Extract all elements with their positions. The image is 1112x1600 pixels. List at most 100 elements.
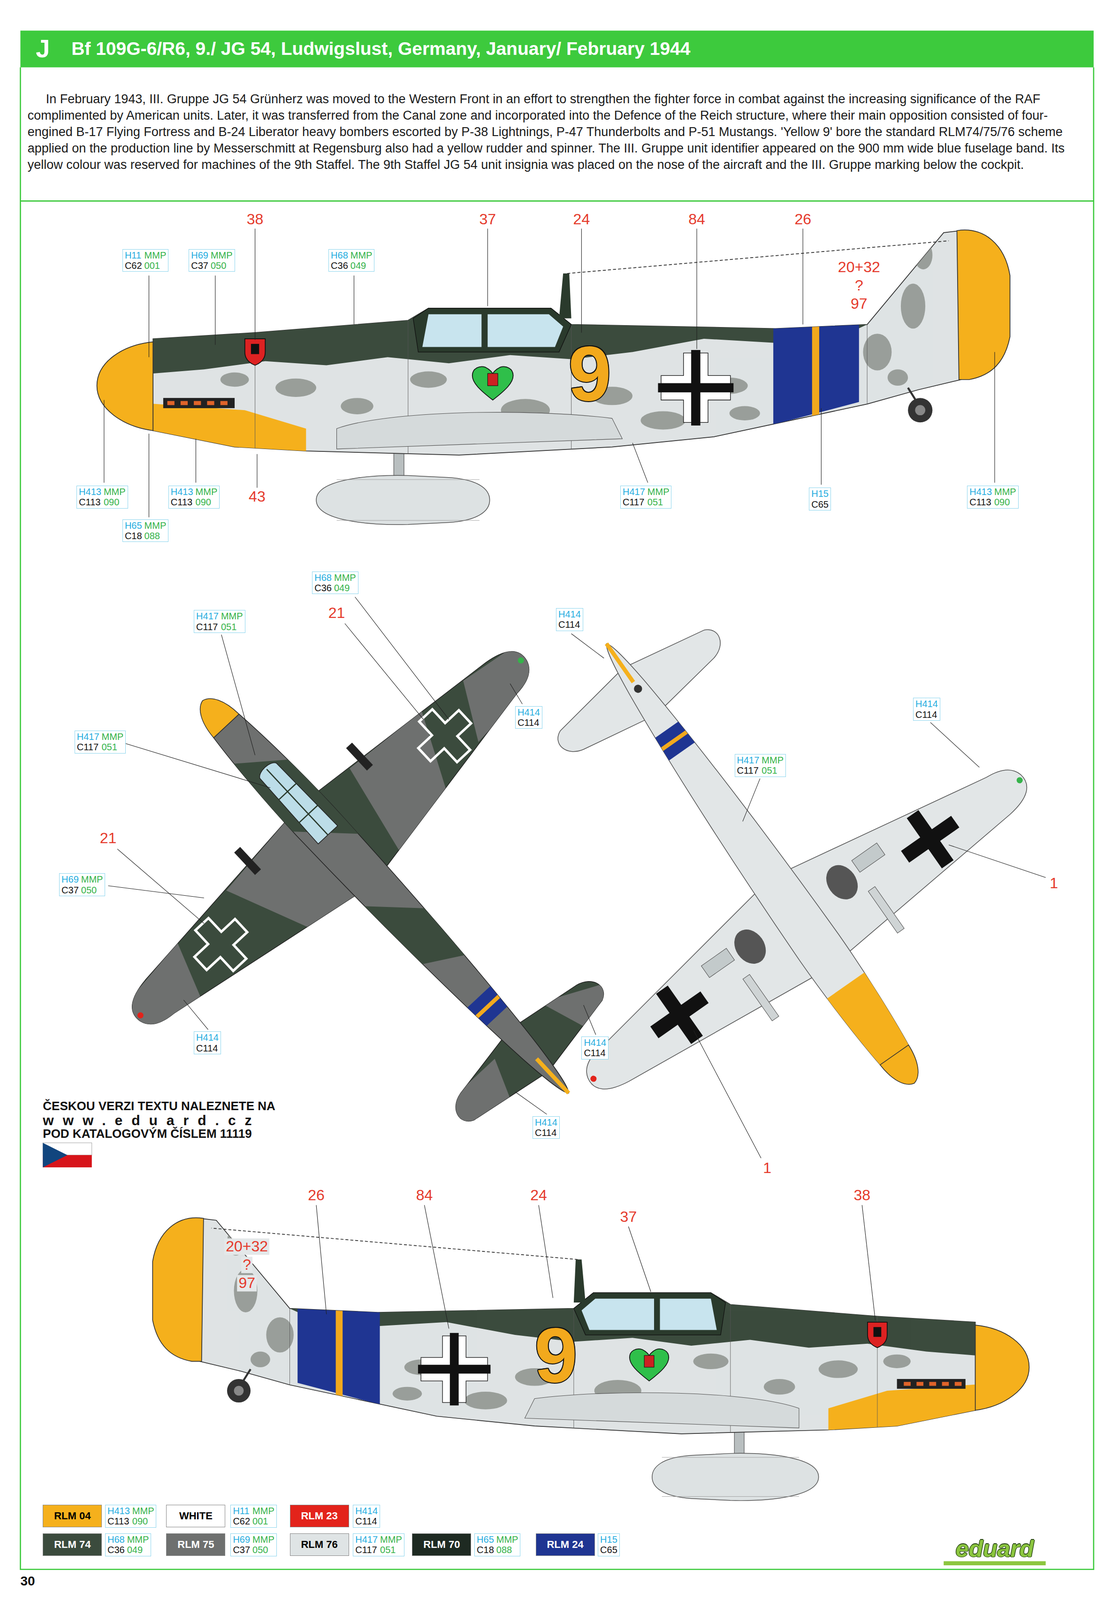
legend-text: RLM 76 [300, 1538, 338, 1551]
paint-code: H69 [190, 250, 209, 261]
callout-number: ? [854, 277, 864, 294]
page-number: 30 [20, 1574, 36, 1589]
paint-code: C114 [355, 1515, 378, 1527]
callout-number: 43 [248, 488, 266, 505]
paint-code: C113 [170, 496, 194, 508]
variant-letter: J [35, 35, 50, 63]
paint-code: C113 [78, 496, 102, 508]
paint-code: C36 [107, 1544, 125, 1555]
header-bar [20, 30, 1094, 68]
paint-code: MMP [220, 610, 244, 622]
paint-code: H417 [76, 731, 100, 742]
color-swatch: WHITE [166, 1504, 226, 1528]
paint-code: MMP [994, 486, 1017, 497]
paint-code-box: H414C114 [556, 608, 584, 632]
paint-code-box: H69MMPC37050 [188, 249, 235, 273]
paint-code-box: H417MMPC117051 [193, 609, 245, 633]
paint-code: C37 [232, 1544, 251, 1555]
paint-code-box: H413MMPC113090 [967, 485, 1019, 509]
paint-code-box: H414C114 [913, 697, 941, 721]
paint-code: C62 [232, 1515, 251, 1527]
side-profile [152, 1217, 1029, 1501]
legend-text: RLM 70 [423, 1538, 460, 1551]
paint-code: C114 [558, 619, 581, 630]
paint-code: MMP [144, 520, 167, 531]
paint-code-box: H15C65 [597, 1533, 620, 1557]
paint-code: 050 [210, 260, 233, 271]
paint-code-box: H65MMPC18088 [122, 519, 169, 543]
paint-code: 050 [81, 884, 104, 896]
paint-code: H414 [558, 609, 581, 620]
aircraft-number: 9 [534, 1316, 578, 1394]
callout-number: 24 [530, 1187, 548, 1204]
paint-code: 049 [334, 582, 357, 594]
color-swatch: RLM 75 [166, 1533, 226, 1556]
paint-code: C65 [811, 499, 829, 510]
callout-number: 37 [620, 1208, 638, 1226]
legend-text: WHITE [179, 1509, 213, 1523]
color-swatch: RLM 24 [535, 1533, 595, 1556]
paint-code-box: H68MMPC36049 [105, 1533, 152, 1557]
paint-code: MMP [81, 874, 104, 885]
paint-code-box: H413MMPC113090 [105, 1504, 157, 1528]
paint-code: H68 [314, 572, 332, 583]
paint-code: H69 [61, 874, 79, 885]
paint-code: 051 [761, 765, 784, 776]
paint-code: H413 [107, 1505, 130, 1516]
paint-code: H413 [170, 486, 194, 497]
paint-code-box: H414C114 [532, 1116, 560, 1140]
paint-code-box: H69MMPC37050 [59, 873, 106, 897]
paint-code-box: H417MMPC117051 [352, 1533, 404, 1557]
paint-code: MMP [210, 250, 233, 261]
paint-code: 051 [647, 496, 670, 508]
paint-code: MMP [127, 1534, 150, 1545]
czech-flag [42, 1142, 92, 1168]
paint-code-box: H69MMPC37050 [230, 1533, 277, 1557]
paint-code: 090 [103, 496, 126, 508]
paint-code: C117 [196, 621, 219, 633]
paint-code-box: H11MMPC62001 [230, 1504, 277, 1528]
callout-number: 38 [853, 1187, 871, 1204]
paint-code: C113 [969, 496, 992, 508]
paint-code: H15 [811, 488, 829, 499]
callout-number: 37 [479, 211, 497, 228]
legend-text: RLM 24 [546, 1538, 584, 1551]
paint-code: MMP [761, 754, 784, 766]
paint-code: H413 [969, 486, 992, 497]
paint-code-box: H417MMPC117051 [734, 754, 786, 777]
paint-code: C65 [600, 1544, 618, 1555]
paint-code: H11 [124, 250, 143, 261]
paint-code: MMP [350, 250, 373, 261]
callout-number: 20+32 [837, 258, 881, 276]
paint-code: C117 [355, 1544, 378, 1555]
paint-code: 051 [101, 741, 124, 753]
paint-code: C113 [107, 1515, 130, 1527]
paint-code-box: H414C114 [515, 706, 543, 730]
paint-code-box: H68MMPC36049 [328, 249, 375, 273]
paint-code: H417 [622, 486, 646, 497]
brand-logo: eduard [955, 1535, 1035, 1562]
paint-code: MMP [496, 1534, 519, 1545]
paint-code: C36 [330, 260, 349, 271]
paint-code: H68 [330, 250, 349, 261]
callout-number: 38 [246, 211, 264, 228]
paint-code: H68 [107, 1534, 125, 1545]
logo-bar [943, 1561, 1046, 1566]
paint-code: H69 [232, 1534, 251, 1545]
legend-text: RLM 23 [300, 1509, 338, 1523]
paint-code: 090 [132, 1515, 155, 1527]
paint-code: MMP [252, 1534, 275, 1545]
paint-code: 051 [220, 621, 244, 633]
paint-code: 001 [144, 260, 167, 271]
paint-code: C114 [534, 1127, 558, 1138]
paint-code-box: H414C114 [193, 1031, 221, 1055]
paint-code: H417 [737, 754, 760, 766]
paint-code-box: H414C114 [352, 1504, 381, 1528]
paint-code: C37 [190, 260, 209, 271]
paint-code: 049 [127, 1544, 150, 1555]
paint-code-box: H11MMPC62001 [122, 249, 169, 273]
frame-rule [20, 200, 1094, 202]
bottom-view [389, 491, 1112, 1235]
paint-code: C117 [622, 496, 646, 508]
